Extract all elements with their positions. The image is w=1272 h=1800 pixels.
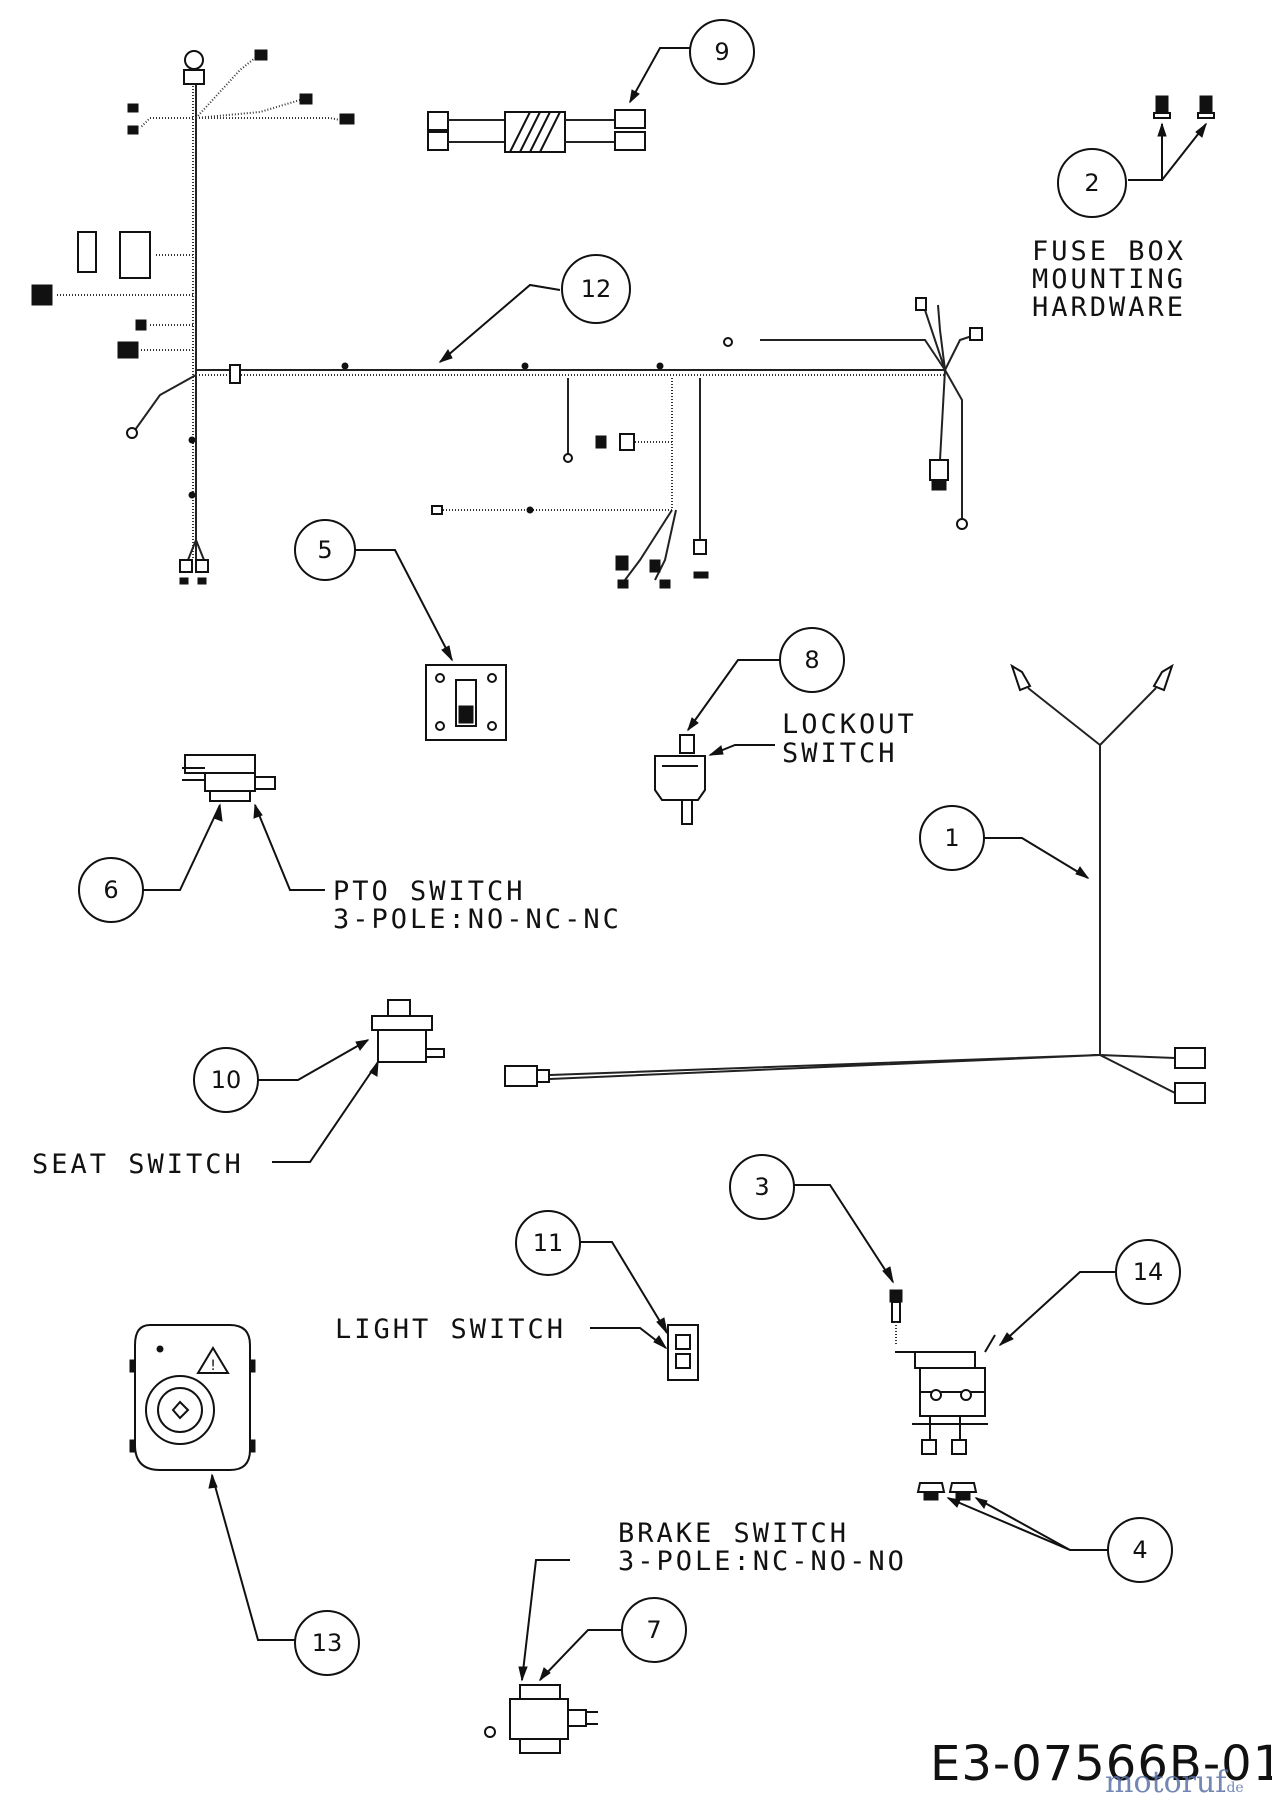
svg-text:!: !	[210, 1358, 216, 1374]
callout-10: 10	[193, 1047, 259, 1113]
svg-text:11: 11	[533, 1229, 564, 1257]
callout-4: 4	[1107, 1517, 1173, 1583]
svg-text:9: 9	[714, 38, 729, 66]
lockout-label-line1: LOCKOUT	[782, 709, 917, 740]
svg-text:13: 13	[312, 1629, 343, 1657]
leader-6	[142, 804, 221, 891]
svg-text:3: 3	[754, 1173, 769, 1201]
leader-10	[256, 1039, 369, 1081]
ignition-part-13: !	[129, 1324, 256, 1471]
brake-label-line2: 3-POLE:NC-NO-NO	[618, 1546, 907, 1577]
wire-harness-part-1	[504, 663, 1206, 1104]
fuse-box-hardware-part-2	[1153, 95, 1215, 119]
leader-5	[352, 549, 453, 661]
fuse-box-part-14	[895, 1334, 996, 1455]
resistor-harness-part-9	[427, 109, 646, 153]
leader-11	[580, 1241, 668, 1334]
seat-switch-label: SEAT SWITCH	[32, 1149, 244, 1180]
callout-9: 9	[689, 19, 755, 85]
wiring-harness-part-12	[31, 49, 983, 589]
leader-12	[439, 283, 561, 363]
leader-9	[629, 47, 692, 103]
pto-label-line1: PTO SWITCH	[333, 876, 526, 907]
leader-8	[687, 659, 780, 731]
svg-text:4: 4	[1132, 1536, 1147, 1564]
svg-text:2: 2	[1084, 169, 1099, 197]
lockout-switch-part-8	[654, 734, 706, 825]
nuts-part-4	[916, 1482, 978, 1501]
callout-6: 6	[78, 857, 144, 923]
callout-7: 7	[621, 1597, 687, 1663]
leader-3	[788, 1184, 894, 1283]
svg-text:1: 1	[944, 824, 959, 852]
svg-text:5: 5	[317, 536, 332, 564]
callout-11: 11	[515, 1210, 581, 1276]
svg-text:8: 8	[804, 646, 819, 674]
callout-12: 12	[561, 254, 631, 324]
svg-text:6: 6	[103, 876, 118, 904]
callout-5: 5	[294, 519, 356, 581]
pto-label-line2: 3-POLE:NO-NC-NC	[333, 904, 622, 935]
light-switch-part-11	[667, 1324, 699, 1381]
leader-7	[539, 1629, 622, 1681]
screw-part-3	[889, 1289, 903, 1345]
brake-switch-part-7	[484, 1684, 598, 1754]
watermark: motoruf	[1105, 1765, 1228, 1800]
fuse-box-label-line2: MOUNTING	[1032, 264, 1186, 295]
svg-text:7: 7	[646, 1616, 661, 1644]
watermark-suffix: .de	[1222, 1780, 1244, 1796]
switch-plate-part-5	[425, 664, 507, 741]
svg-text:12: 12	[581, 275, 612, 303]
fuse-box-label-line1: FUSE BOX	[1032, 236, 1186, 267]
callout-2: 2	[1057, 148, 1127, 218]
svg-text:14: 14	[1133, 1258, 1164, 1286]
lockout-label-line2: SWITCH	[782, 738, 898, 769]
callout-8: 8	[779, 627, 845, 693]
callout-1: 1	[919, 805, 985, 871]
leader-4	[947, 1497, 1110, 1551]
svg-text:10: 10	[211, 1066, 242, 1094]
leader-13	[211, 1474, 296, 1641]
seat-switch-part-10	[371, 999, 445, 1063]
brake-label-line1: BRAKE SWITCH	[618, 1518, 849, 1549]
pto-switch-part-6	[182, 754, 276, 802]
light-switch-label: LIGHT SWITCH	[335, 1314, 566, 1345]
fuse-box-label-line3: HARDWARE	[1032, 292, 1186, 323]
callout-3: 3	[729, 1154, 795, 1220]
leader-2	[1128, 123, 1207, 181]
leader-14	[999, 1271, 1115, 1346]
callout-13: 13	[294, 1610, 360, 1676]
callout-14: 14	[1115, 1239, 1181, 1305]
document-id: E3-07566B-01	[930, 1736, 1272, 1792]
leader-1	[984, 837, 1089, 879]
